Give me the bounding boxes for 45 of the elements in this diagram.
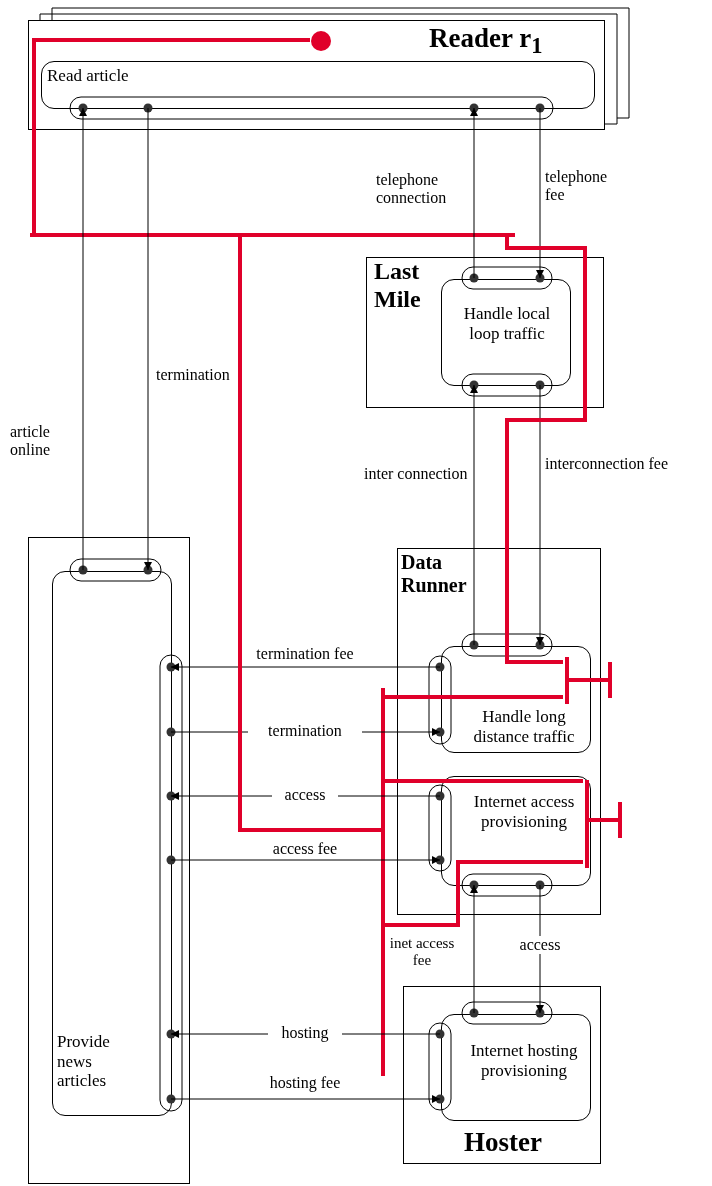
edge-label: hosting — [268, 1024, 342, 1043]
edge-label: interconnection fee — [545, 455, 670, 474]
actor-name: Hoster — [463, 1127, 543, 1159]
stimulus-bar — [608, 662, 612, 698]
stimulus-bar — [30, 233, 515, 237]
start-stimulus — [311, 31, 331, 51]
edge-label: inet access fee — [389, 935, 455, 970]
stimulus-bar — [565, 657, 569, 704]
actor-box — [28, 20, 605, 130]
value-transfer-arrow — [536, 384, 544, 646]
value-transfer-arrow — [470, 384, 478, 646]
dependency-path — [385, 695, 563, 699]
value-transfer-arrow — [170, 856, 441, 864]
value-transfer-arrow — [170, 1095, 441, 1103]
stimulus-bar — [381, 688, 385, 1076]
activity-label: Read article — [47, 66, 130, 86]
stimulus-bar — [585, 780, 589, 868]
dependency-path — [505, 237, 587, 664]
value-transfer-arrow — [144, 107, 152, 571]
activity-label: Internet hosting provisioning — [469, 1041, 579, 1081]
edge-label: telephone connection — [376, 171, 448, 208]
dependency-path — [385, 860, 583, 927]
edge-label: termination — [156, 366, 231, 385]
value-transfer-arrow — [536, 107, 544, 279]
value-transfer-arrow — [470, 884, 478, 1014]
actor-name: Data Runner — [401, 551, 468, 597]
dependency-path — [385, 779, 583, 783]
stimulus-bar — [618, 802, 622, 838]
actor-name: Reader r$_{1}$ — [429, 23, 544, 60]
activity-label: Internet access provisioning — [472, 792, 576, 832]
value-transfer-arrow — [79, 107, 87, 571]
edge-label: inter connection — [364, 465, 469, 484]
dependency-path — [238, 237, 381, 832]
dependency-path — [567, 678, 608, 682]
activity-label: Handle local loop traffic — [462, 304, 552, 344]
value-transfer-arrow — [170, 663, 441, 671]
actor-name: Last Mile — [374, 258, 422, 314]
dependency-path — [587, 818, 618, 822]
edge-label: telephone fee — [545, 168, 609, 205]
dependency-path — [32, 38, 310, 233]
activity-label: Provide news articles — [57, 1032, 111, 1091]
value-transfer-arrow — [470, 107, 478, 279]
edge-label: article online — [10, 423, 51, 460]
activity-label: Handle long distance traffic — [472, 707, 576, 747]
actor-box — [28, 537, 190, 1184]
